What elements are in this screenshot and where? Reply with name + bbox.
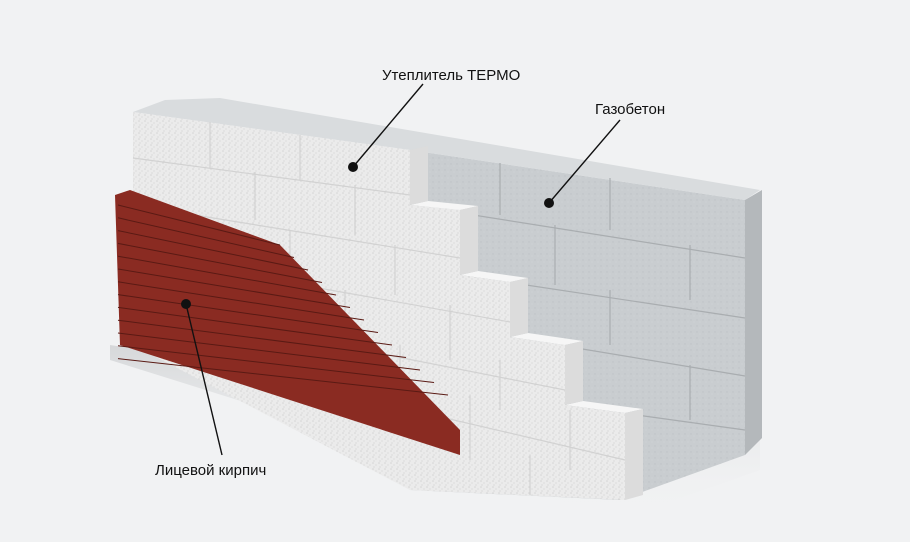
- callout-dot-insulation: [348, 162, 358, 172]
- callouts: [185, 83, 621, 456]
- insulation-step-sides: [410, 146, 643, 500]
- label-insulation: Утеплитель ТЕРМО: [382, 67, 520, 84]
- callout-dot-aerated: [544, 198, 554, 208]
- callout-line-aerated: [548, 119, 621, 204]
- callout-dot-brick: [181, 299, 191, 309]
- insulation-front: [133, 112, 625, 500]
- insulation-step-tops: [410, 201, 643, 413]
- label-facing-brick: Лицевой кирпич: [155, 462, 266, 479]
- brick-courses: [117, 204, 449, 396]
- label-aerated-concrete: Газобетон: [595, 101, 665, 118]
- callout-dots: [181, 162, 554, 309]
- aerated-concrete-top: [133, 98, 760, 200]
- aerated-concrete-end: [745, 190, 762, 455]
- facing-brick: [115, 190, 460, 455]
- callout-line-brick: [185, 303, 223, 456]
- callout-line-insulation: [352, 83, 424, 168]
